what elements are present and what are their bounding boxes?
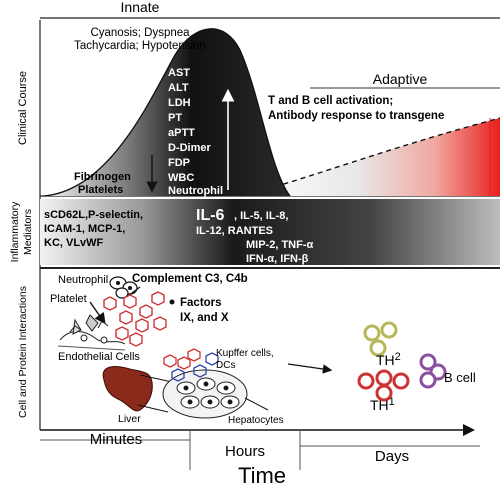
- neutrophil-cluster: [109, 276, 138, 299]
- hours-label: Hours: [225, 443, 265, 460]
- liver-zoom-line-2: [137, 404, 169, 413]
- mediator-line-2: IL-12, RANTES: [196, 225, 273, 237]
- endothelial-label: Endothelial Cells: [58, 351, 140, 363]
- to-lymphocyte-arrow: [287, 363, 333, 374]
- mediator-line-4: IFN-α, IFN-β: [246, 253, 309, 265]
- factor-bullet: [169, 299, 175, 305]
- innate-title: Innate: [121, 0, 160, 15]
- adaptive-line-1: T and B cell activation;: [268, 95, 393, 107]
- hepatocytes-label: Hepatocytes: [228, 415, 284, 426]
- marker-pt: PT: [168, 112, 182, 124]
- b-cells: [419, 353, 447, 389]
- th2-cells: [363, 321, 398, 357]
- factors-label-2: IX, and X: [180, 312, 229, 324]
- mediator-left-1: sCD62L,P-selectin,: [44, 209, 143, 221]
- platelet-arrow: [89, 301, 106, 325]
- row-label-cell: Cell and Protein Interactions: [17, 286, 29, 418]
- innate-peak-outline: [43, 28, 291, 197]
- mediators-band: [40, 199, 500, 265]
- factors-label-1: Factors: [180, 297, 222, 309]
- hepatocyte-pointer: [244, 397, 269, 411]
- row-label-inflammatory-1: Inflammatory: [9, 201, 21, 262]
- marker-neutrophil: Neutrophil: [168, 185, 223, 197]
- adaptive-line-2: Antibody response to transgene: [268, 110, 444, 122]
- liver-zoom-line-1: [139, 374, 173, 383]
- marker-wbc: WBC: [168, 172, 194, 184]
- liver-tissue: [162, 369, 248, 419]
- kupffer-label-2: DCs: [216, 360, 235, 371]
- row-label-inflammatory-2: Mediators: [22, 209, 34, 255]
- innate-marker-list: AST ALT LDH PT aPTT D-Dimer FDP WBC Neut…: [168, 67, 223, 197]
- innate-symptoms-2: Tachycardia; Hypotension: [74, 40, 206, 52]
- mediator-left-3: KC, VLvWF: [44, 237, 104, 249]
- liver-label: Liver: [118, 413, 141, 425]
- marker-ldh: LDH: [168, 97, 191, 109]
- fibrinogen-label: Fibrinogen: [74, 171, 131, 183]
- marker-aptt: aPTT: [168, 127, 195, 139]
- minutes-label: Minutes: [90, 431, 143, 448]
- th1-cells: [357, 369, 410, 402]
- complement-label: Complement C3, C4b: [132, 273, 248, 285]
- row-label-clinical: Clinical Course: [17, 71, 29, 145]
- adaptive-dashed-curve: [239, 117, 500, 197]
- bcell-label: B cell: [444, 370, 476, 385]
- kupffer-label-1: Kupffer cells,: [216, 348, 274, 359]
- platelets-label: Platelets: [78, 184, 123, 196]
- neutrophil-label: Neutrophil: [58, 274, 108, 286]
- marker-fdp: FDP: [168, 157, 190, 169]
- liver-illustration: [102, 366, 153, 412]
- adaptive-title: Adaptive: [373, 71, 428, 87]
- marker-d-dimer: D-Dimer: [168, 142, 212, 154]
- time-axis-title: Time: [238, 463, 286, 488]
- days-label: Days: [375, 448, 409, 465]
- mediator-il6: IL-6: [196, 207, 225, 224]
- mediator-line-3: MIP-2, TNF-α: [246, 239, 313, 251]
- marker-alt: ALT: [168, 82, 189, 94]
- platelet-label: Platelet: [50, 293, 87, 305]
- coagulation-factor-hexagons: [103, 291, 167, 347]
- th2-label: TH2: [376, 351, 401, 368]
- mediator-rest-1: , IL-5, IL-8,: [234, 210, 288, 222]
- kupffer-cells: [163, 348, 219, 382]
- th1-label: TH1: [370, 396, 395, 413]
- endothelial-platelet-cluster: [57, 314, 126, 351]
- mediator-left-2: ICAM-1, MCP-1,: [44, 223, 125, 235]
- innate-symptoms-1: Cyanosis; Dyspnea: [90, 27, 190, 39]
- marker-ast: AST: [168, 67, 190, 79]
